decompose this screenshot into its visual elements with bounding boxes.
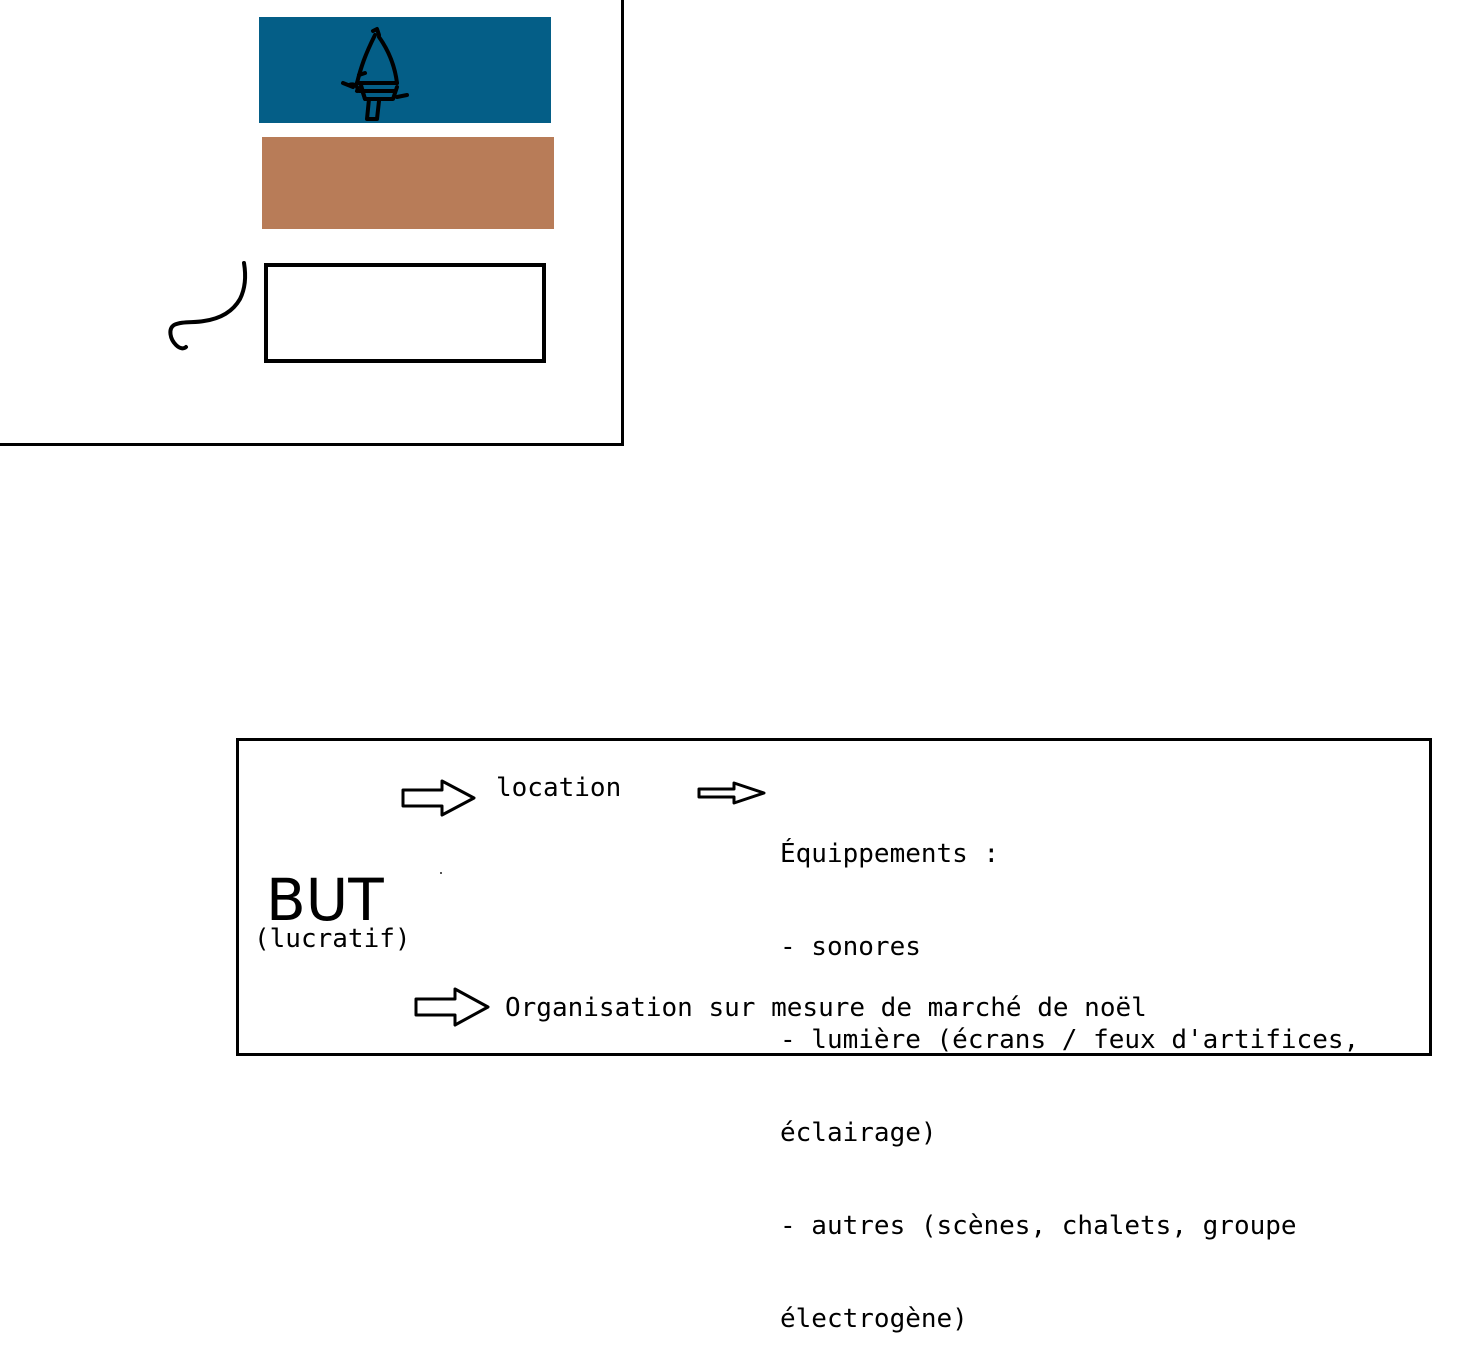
stray-dot <box>440 872 442 874</box>
arrow-right-icon <box>414 987 490 1027</box>
organisation-label: Organisation sur mesure de marché de noë… <box>505 993 1147 1023</box>
equipements-item: éclairage) <box>780 1118 937 1148</box>
but-subtitle: (lucratif) <box>254 924 411 954</box>
outline-block <box>264 263 546 363</box>
equipements-item: - autres (scènes, chalets, groupe <box>780 1211 1297 1241</box>
equipements-list: Équippements : - sonores - lumière (écra… <box>780 777 1359 1366</box>
but-title: BUT <box>266 866 384 934</box>
gnome-figure-icon <box>341 27 409 121</box>
sketch-frame <box>0 0 624 446</box>
equipements-item: - lumière (écrans / feux d'artifices, <box>780 1025 1360 1055</box>
equipements-item: électrogène) <box>780 1304 968 1334</box>
but-diagram-box <box>236 738 1432 1056</box>
equipements-heading: Équippements : <box>780 839 1000 869</box>
location-label: location <box>496 773 622 803</box>
brown-block <box>262 137 554 229</box>
blue-block <box>259 17 551 123</box>
arrow-right-icon <box>697 781 766 805</box>
equipements-item: - sonores <box>780 932 921 962</box>
hook-scribble-icon <box>168 261 248 351</box>
arrow-right-icon <box>401 779 476 817</box>
